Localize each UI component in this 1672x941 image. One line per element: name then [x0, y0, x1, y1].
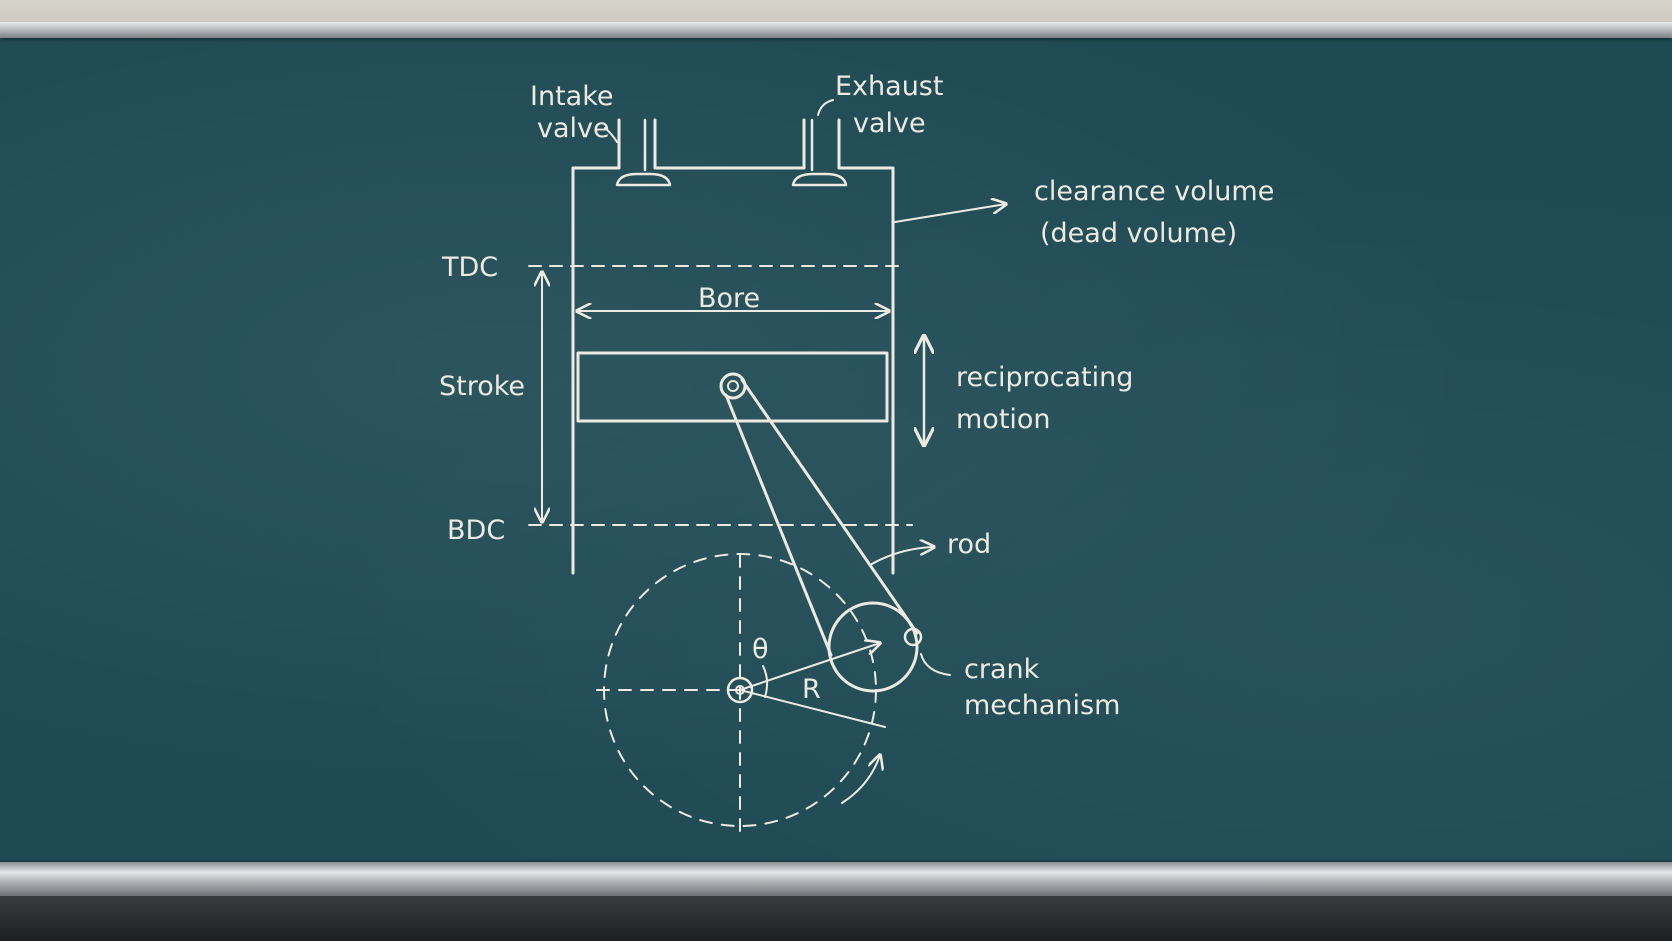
- crank-radius-line: [739, 643, 880, 691]
- wrist-pin: [719, 372, 747, 400]
- exhaust-leader: [817, 99, 834, 116]
- exhaust-valve: [791, 172, 848, 187]
- crank-label-line1: crank: [964, 654, 1040, 685]
- intake-leader: [604, 127, 618, 143]
- crank-pin-circle: [827, 601, 919, 693]
- crank-leader: [920, 653, 951, 676]
- crank-label-line2: mechanism: [964, 690, 1120, 721]
- chalkboard-frame-top: [0, 22, 1672, 38]
- rod-arrow: [869, 547, 934, 566]
- crank-reference-line: [739, 689, 886, 728]
- rod-label: rod: [947, 529, 991, 560]
- rotation-arrow: [841, 755, 880, 804]
- intake-label-line2: valve: [537, 113, 610, 144]
- theta-label: θ: [752, 634, 769, 665]
- bdc-label: BDC: [447, 515, 505, 546]
- floor-shadow: [0, 896, 1672, 941]
- intake-label-line1: Intake: [530, 81, 614, 112]
- tdc-label: TDC: [441, 252, 498, 283]
- clearance-label-line1: clearance volume: [1034, 176, 1274, 207]
- connecting-rod: [724, 378, 919, 657]
- exhaust-label-line2: valve: [853, 108, 926, 139]
- reciprocating-label-line2: motion: [956, 404, 1051, 435]
- clearance-arrow: [894, 204, 1006, 223]
- reciprocating-label-line1: reciprocating: [956, 362, 1133, 393]
- radius-label: R: [802, 674, 821, 705]
- intake-valve: [615, 172, 672, 187]
- piston: [576, 351, 889, 423]
- chalk-tray: [0, 862, 1672, 896]
- stroke-label: Stroke: [439, 371, 525, 402]
- cylinder: [571, 118, 895, 575]
- bore-label: Bore: [698, 283, 760, 314]
- clearance-label-line2: (dead volume): [1040, 218, 1237, 249]
- exhaust-label-line1: Exhaust: [835, 71, 943, 102]
- crank-pin: [903, 627, 923, 647]
- crank-center: [726, 676, 754, 704]
